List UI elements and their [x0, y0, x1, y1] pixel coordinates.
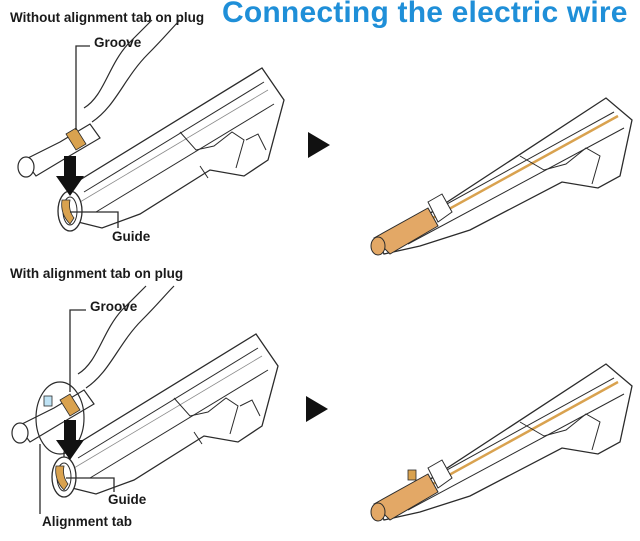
bottom-left-assembly [11, 285, 279, 498]
guide-label-top: Guide [112, 229, 151, 244]
top-right-assembly [369, 96, 634, 257]
section-heading-without-tab: Without alignment tab on plug [10, 10, 205, 25]
section-heading-with-tab: With alignment tab on plug [10, 266, 184, 281]
alignment-tab-highlight [35, 381, 85, 455]
insert-arrow-bottom [56, 420, 84, 460]
insert-arrow-top [56, 156, 84, 196]
groove-leader-bottom [69, 309, 86, 392]
groove-label-top: Groove [94, 35, 142, 50]
arrow-right-bottom [306, 396, 328, 422]
groove-label-bottom: Groove [90, 299, 138, 314]
top-left-assembly [17, 19, 285, 232]
guide-leader-bottom [66, 477, 115, 492]
arrow-right-top [308, 132, 330, 158]
bottom-right-assembly [369, 362, 634, 523]
alignment-tab-label: Alignment tab [42, 514, 132, 529]
groove-leader-top [75, 45, 90, 130]
guide-label-bottom: Guide [108, 492, 147, 507]
page-title: Connecting the electric wire [222, 0, 628, 29]
alignment-tab [43, 395, 53, 407]
guide-leader-top [70, 211, 119, 228]
